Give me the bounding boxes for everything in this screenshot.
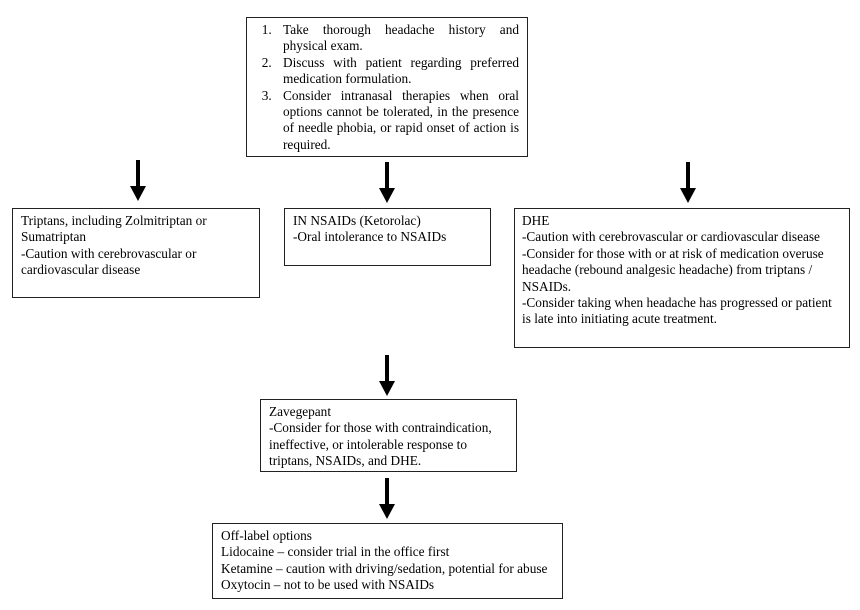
- off-label-title: Off-label options: [221, 528, 312, 543]
- off-label-box: Off-label options Lidocaine – consider t…: [212, 523, 563, 599]
- arrow-down-icon: [379, 355, 395, 396]
- assessment-step: Discuss with patient regarding preferred…: [275, 55, 519, 88]
- zavegepant-note: -Consider for those with contraindicatio…: [269, 420, 492, 469]
- dhe-note: -Caution with cerebrovascular or cardiov…: [522, 229, 820, 245]
- dhe-note: -Consider taking when headache has progr…: [522, 295, 832, 327]
- arrow-down-icon: [130, 160, 146, 201]
- dhe-box: DHE -Caution with cerebrovascular or car…: [514, 208, 850, 348]
- nsaids-box: IN NSAIDs (Ketorolac) -Oral intolerance …: [284, 208, 491, 266]
- initial-assessment-box: Take thorough headache history and physi…: [246, 17, 528, 157]
- off-label-item: Oxytocin – not to be used with NSAIDs: [221, 577, 435, 593]
- nsaids-note: -Oral intolerance to NSAIDs: [293, 229, 447, 245]
- zavegepant-box: Zavegepant -Consider for those with cont…: [260, 399, 517, 472]
- dhe-title: DHE: [522, 213, 550, 228]
- arrow-down-icon: [379, 162, 395, 203]
- nsaids-title: IN NSAIDs (Ketorolac): [293, 213, 421, 228]
- arrow-down-icon: [680, 162, 696, 203]
- triptans-note: -Caution with cerebrovascular or cardiov…: [21, 245, 197, 278]
- off-label-item: Ketamine – caution with driving/sedation…: [221, 560, 548, 576]
- zavegepant-title: Zavegepant: [269, 404, 332, 419]
- assessment-step: Consider intranasal therapies when oral …: [275, 88, 519, 154]
- triptans-title: Triptans, including Zolmitriptan or Suma…: [21, 213, 207, 245]
- off-label-item: Lidocaine – consider trial in the office…: [221, 544, 450, 560]
- assessment-step: Take thorough headache history and physi…: [275, 22, 519, 55]
- dhe-note: -Consider for those with or at risk of m…: [522, 245, 824, 294]
- triptans-box: Triptans, including Zolmitriptan or Suma…: [12, 208, 260, 298]
- arrow-down-icon: [379, 478, 395, 519]
- assessment-steps-list: Take thorough headache history and physi…: [255, 22, 519, 153]
